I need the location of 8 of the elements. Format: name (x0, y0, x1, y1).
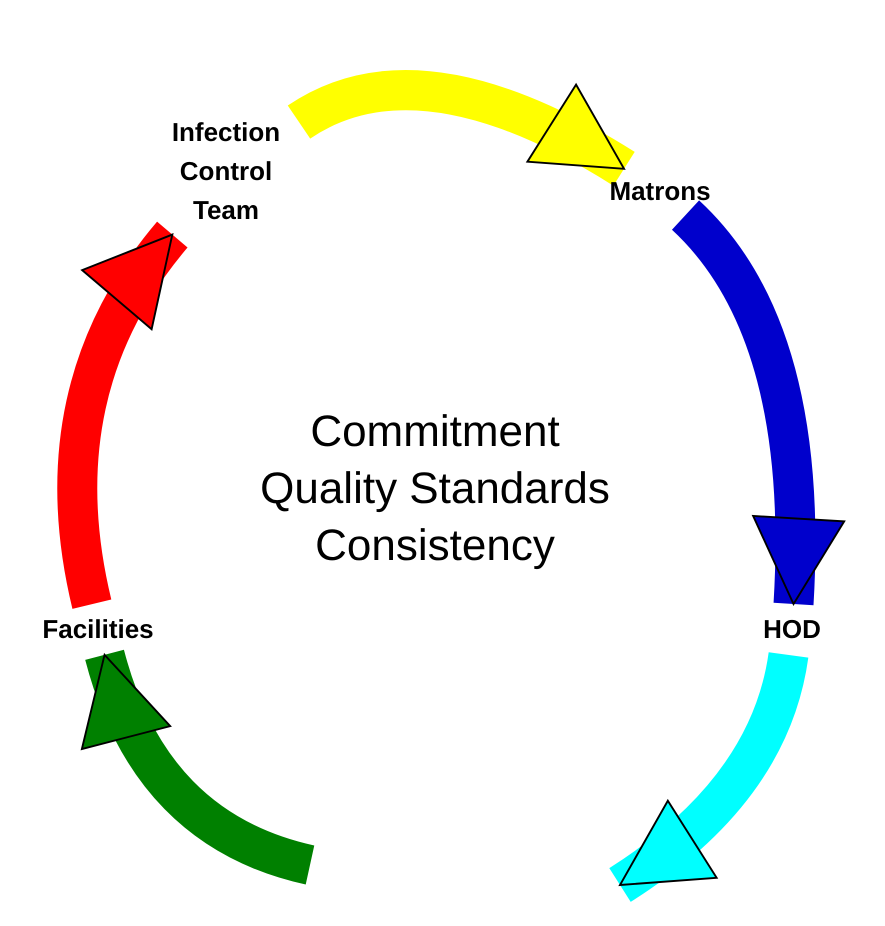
curved-arrow (671, 201, 844, 605)
node-label: Matrons (590, 172, 730, 211)
curved-arrow (57, 222, 188, 608)
node-label: Infection Control Team (158, 113, 294, 230)
node-label: HOD (750, 610, 834, 649)
node-label: Facilities (20, 610, 176, 649)
curved-arrow (288, 70, 634, 186)
center-text: Commitment Quality Standards Consistency (260, 406, 610, 572)
